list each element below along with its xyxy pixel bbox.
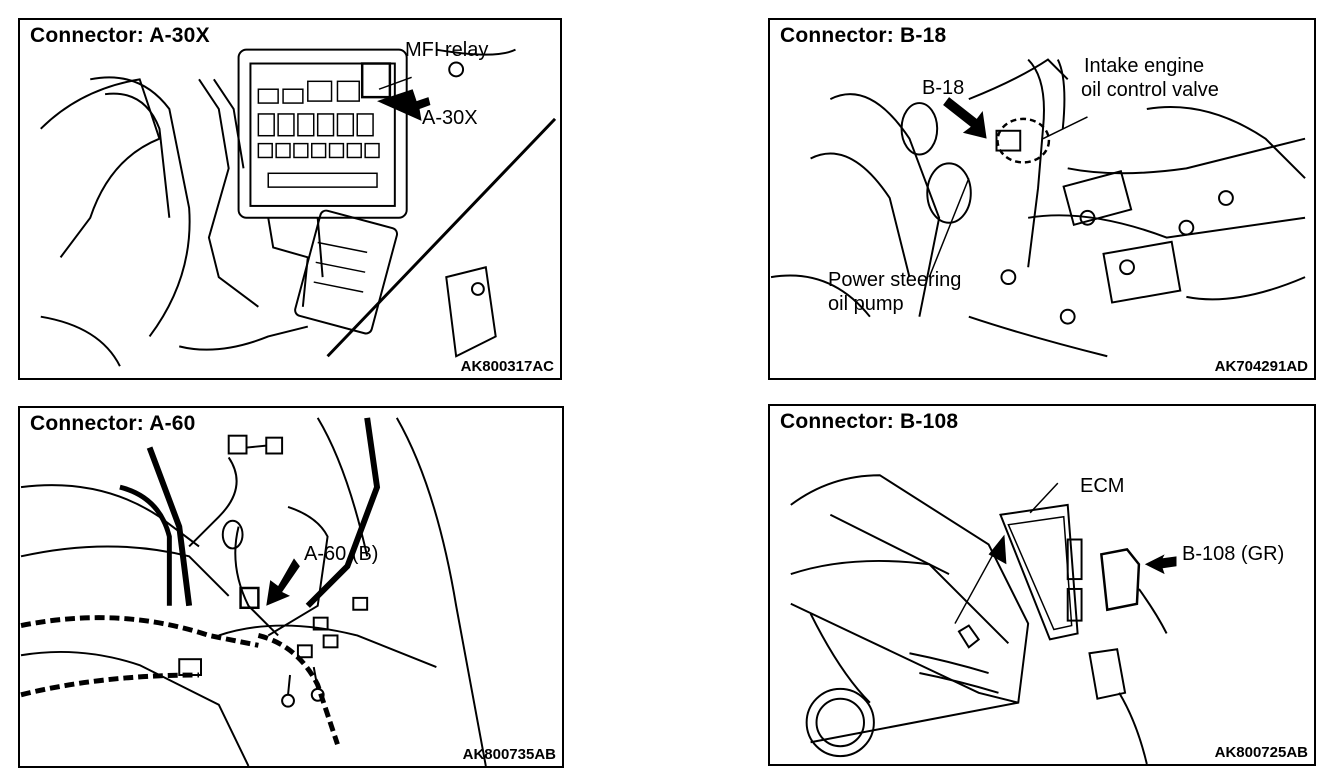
label-power-steering-line1: Power steering [828, 269, 962, 291]
label-intake-valve-line2: oil control valve [1081, 79, 1219, 101]
panel-title: Connector: B-108 [780, 410, 959, 433]
label-power-steering-line2: oil pump [828, 293, 904, 315]
panel-title: Connector: A-30X [30, 24, 210, 47]
panel-title: Connector: B-18 [780, 24, 947, 47]
label-connector-a60b: A-60 (B) [304, 543, 379, 565]
label-connector-a30x: A-30X [422, 107, 478, 129]
figure-code: AK800317AC [460, 358, 554, 375]
wiring-harness-illustration [20, 417, 487, 766]
panel-connector-b18: Connector: B-18 B-18 Intake engine oil c… [768, 18, 1316, 380]
figure-code: AK800725AB [1214, 744, 1308, 761]
car-ecm-location-illustration [790, 474, 1177, 764]
label-connector-b108-gr: B-108 (GR) [1182, 543, 1285, 565]
panel-connector-a30x: Connector: A-30X MFI relay A-30X AK80031… [18, 18, 562, 380]
panel-title: Connector: A-60 [30, 412, 196, 435]
figure-code: AK800735AB [462, 746, 556, 763]
panel-connector-a60: Connector: A-60 A-60 (B) AK800735AB [18, 406, 564, 768]
engine-bay-fuse-box-illustration [40, 48, 557, 367]
panel-connector-b108: Connector: B-108 ECM B-108 (GR) AK800725… [768, 404, 1316, 766]
label-mfi-relay: MFI relay [405, 39, 489, 61]
label-ecm: ECM [1080, 475, 1125, 497]
figure-code: AK704291AD [1214, 358, 1308, 375]
label-intake-valve-line1: Intake engine [1084, 55, 1205, 77]
engine-oil-control-valve-illustration [770, 58, 1306, 358]
label-connector-b18: B-18 [922, 77, 965, 99]
